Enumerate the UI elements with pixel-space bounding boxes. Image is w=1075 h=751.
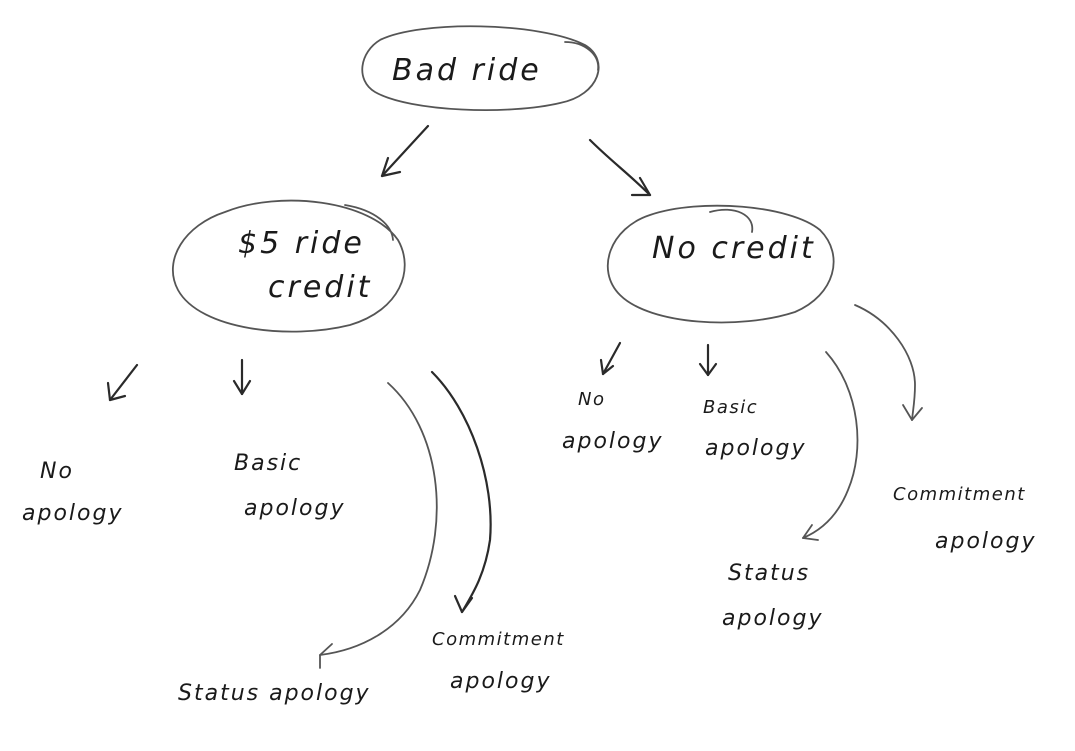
edge-credit-to-no-apology bbox=[106, 363, 139, 402]
branch-node-credit-ellipse bbox=[172, 199, 406, 333]
leaf-no-credit-status-apology-line1: Status bbox=[728, 561, 810, 586]
branch-node-no-credit-label: No credit bbox=[652, 231, 816, 266]
edge-no-credit-to-no-apology bbox=[599, 341, 622, 376]
branch-node-no-credit-ellipse bbox=[606, 204, 835, 324]
edge-credit-to-basic-apology bbox=[232, 358, 252, 396]
branch-node-no-credit: No credit bbox=[606, 204, 835, 324]
leaf-credit-basic-apology-line2: apology bbox=[244, 496, 345, 521]
root-node: Bad ride bbox=[361, 25, 600, 111]
edge-no-credit-to-basic-apology bbox=[698, 343, 718, 377]
edge-credit-to-commitment-apology bbox=[430, 370, 492, 614]
branch-node-credit-label-line2: credit bbox=[268, 270, 372, 305]
leaf-credit-no-apology: No apology bbox=[22, 459, 123, 526]
leaf-credit-basic-apology: Basic apology bbox=[234, 451, 345, 521]
leaf-no-credit-commitment-apology-line1: Commitment bbox=[893, 484, 1026, 505]
leaf-no-credit-no-apology-line2: apology bbox=[562, 429, 663, 454]
leaf-no-credit-commitment-apology: Commitment apology bbox=[893, 484, 1036, 554]
leaf-credit-commitment-apology-line2: apology bbox=[450, 669, 551, 694]
leaf-no-credit-no-apology-line1: No bbox=[578, 389, 605, 410]
edge-root-to-no-credit bbox=[588, 138, 652, 197]
leaf-no-credit-status-apology-line2: apology bbox=[722, 606, 823, 631]
branch-node-credit-label-line1: $5 ride bbox=[238, 226, 365, 261]
leaf-no-credit-status-apology: Status apology bbox=[722, 561, 823, 631]
edge-root-to-credit bbox=[380, 124, 430, 178]
root-node-label: Bad ride bbox=[392, 53, 542, 88]
edge-no-credit-to-status-apology bbox=[802, 351, 859, 541]
leaf-no-credit-basic-apology: Basic apology bbox=[703, 397, 806, 461]
leaf-credit-commitment-apology: Commitment apology bbox=[432, 629, 565, 694]
edge-no-credit-to-commitment-apology bbox=[854, 304, 923, 421]
leaf-no-credit-basic-apology-line2: apology bbox=[705, 436, 806, 461]
leaf-credit-status-apology-line1: Status apology bbox=[178, 681, 371, 706]
edge-credit-to-status-apology bbox=[319, 382, 438, 669]
leaf-no-credit-commitment-apology-line2: apology bbox=[935, 529, 1036, 554]
leaf-credit-commitment-apology-line1: Commitment bbox=[432, 629, 565, 650]
leaf-credit-basic-apology-line1: Basic bbox=[234, 451, 302, 476]
leaf-credit-status-apology: Status apology bbox=[178, 681, 371, 706]
leaf-credit-no-apology-line2: apology bbox=[22, 501, 123, 526]
leaf-no-credit-basic-apology-line1: Basic bbox=[703, 397, 758, 418]
leaf-no-credit-no-apology: No apology bbox=[562, 389, 663, 454]
branch-node-credit: $5 ride credit bbox=[172, 199, 406, 333]
leaf-credit-no-apology-line1: No bbox=[40, 459, 74, 484]
root-node-ellipse bbox=[361, 25, 600, 111]
